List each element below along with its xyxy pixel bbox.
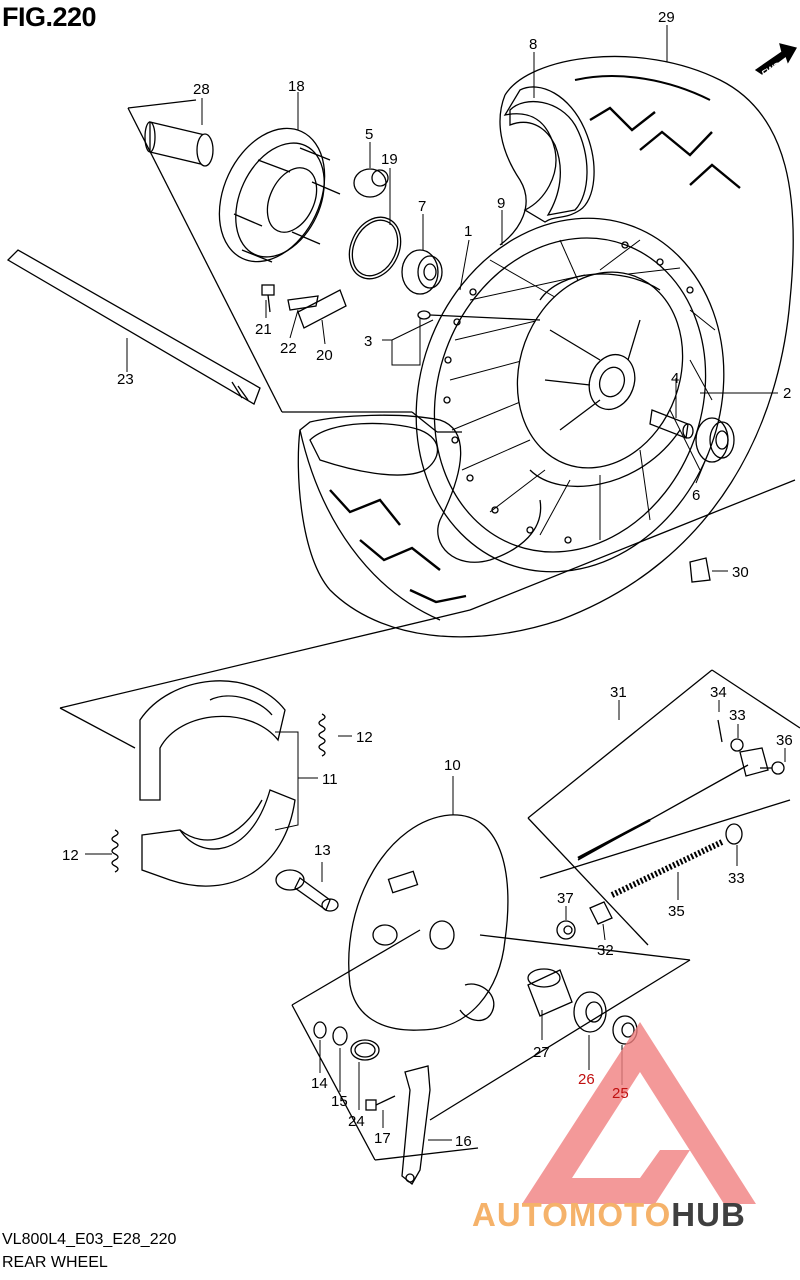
bolt-part-21 [261,284,275,313]
o-ring-part-19 [348,216,402,280]
clip-part-30 [689,557,711,583]
callout-33-right: 33 [728,870,745,887]
callout-29: 29 [658,9,675,26]
spring-lower-part-12 [111,829,119,873]
rear-tire [297,55,794,638]
spacer-part-28 [144,121,214,167]
callout-35: 35 [668,903,685,920]
forward-direction-badge [754,43,797,75]
group-outline-drum [59,479,796,749]
callout-31: 31 [610,684,627,701]
callout-7: 7 [418,198,426,215]
watermark-text-part1: AUTOMOTO [472,1196,672,1233]
callout-3: 3 [364,333,372,350]
callout-labels: 1 2 3 4 5 6 7 8 9 10 11 12 12 13 14 15 1… [62,9,793,1150]
wheel-hub [516,271,684,488]
spacer-part-26 [573,991,607,1033]
axle-part-23 [6,249,261,405]
lock-washer-part-22 [287,295,319,311]
callout-19: 19 [381,151,398,168]
callout-26: 26 [578,1071,595,1088]
callout-16: 16 [455,1133,472,1150]
callout-21: 21 [255,321,272,338]
watermark-logo [522,1022,756,1204]
spring-part-35 [610,839,724,898]
washer-part-15 [332,1026,348,1046]
washer-part-14 [313,1021,327,1039]
callout-6: 6 [692,487,700,504]
watermark-text-part2: HUB [671,1196,746,1233]
forward-badge-label: FWD [760,60,783,79]
bearing-part-7 [401,249,443,295]
callout-36: 36 [776,732,793,749]
diagram-title: REAR WHEEL [2,1254,108,1271]
callout-22: 22 [280,340,297,357]
washer-part-33-top [730,738,744,752]
joint-part-32 [589,901,613,925]
callout-32: 32 [597,942,614,959]
brake-panel-part-10 [348,814,509,1031]
callout-24: 24 [348,1113,365,1130]
callout-12-lower: 12 [62,847,79,864]
callout-4: 4 [671,370,679,387]
callout-10: 10 [444,757,461,774]
callout-14: 14 [311,1075,328,1092]
callout-5: 5 [365,126,373,143]
spacer-part-4 [649,409,694,439]
callout-8: 8 [529,36,537,53]
valve-part-3 [417,310,541,321]
callout-1: 1 [464,223,472,240]
callout-20: 20 [316,347,333,364]
callout-17: 17 [374,1130,391,1147]
callout-11: 11 [322,771,338,788]
brake-shoe-lower-part-11 [141,789,296,887]
callout-9: 9 [497,195,505,212]
callout-28: 28 [193,81,210,98]
callout-37: 37 [557,890,574,907]
callout-23: 23 [117,371,134,388]
callout-27: 27 [533,1044,550,1061]
pin-part-36 [760,761,785,775]
callout-18: 18 [288,78,305,95]
group-outline-backplate [291,929,691,1161]
callout-2: 2 [783,385,791,402]
cotter-pin-part-34 [717,719,723,743]
spring-upper-part-12 [318,713,326,757]
cam-shaft-part-13 [275,869,339,912]
drum-part-18 [218,127,341,263]
plate-part-20 [297,289,347,329]
bearing-part-6 [695,417,735,463]
brake-rod-part-31 [577,747,769,861]
bushing-part-5 [353,168,389,198]
watermark-text: AUTOMOTOHUB [472,1196,746,1234]
callout-25: 25 [612,1085,629,1102]
spacer-part-27 [527,968,573,1017]
spring-part-24 [350,1039,380,1061]
callout-33-top: 33 [729,707,746,724]
inner-tube-part-8 [509,100,588,216]
callout-34: 34 [710,684,727,701]
cam-lever-part-16 [401,1065,431,1185]
model-code: VL800L4_E03_E28_220 [2,1231,177,1248]
washer-part-33-right [725,823,743,845]
leader-lines [85,25,786,1141]
callout-12-upper: 12 [356,729,373,746]
callout-13: 13 [314,842,331,859]
group-outline-upper [127,99,462,433]
nut-part-37 [556,920,576,940]
callout-15: 15 [331,1093,348,1110]
group-outline-brake-rod [527,669,800,946]
figure-number: FIG.220 [2,2,97,32]
brake-shoe-upper-part-11 [139,680,286,801]
callout-30: 30 [732,564,749,581]
bolt-part-17 [365,1095,396,1111]
